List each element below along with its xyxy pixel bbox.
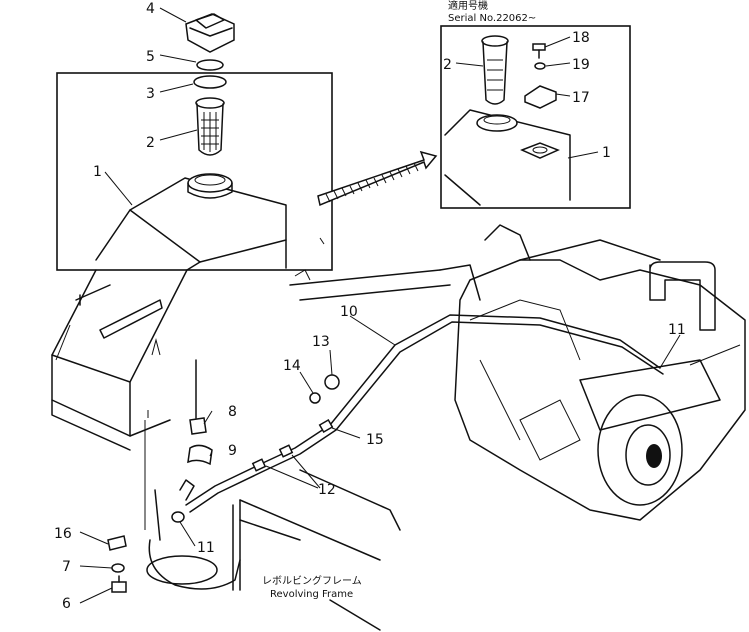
callout-9: 9 [228, 443, 237, 459]
inset-callout-19: 19 [572, 57, 590, 73]
callout-2: 2 [146, 135, 155, 151]
frame-label-jp: レボルビングフレーム [262, 574, 362, 587]
gasket [193, 75, 227, 89]
inset-callout-2: 2 [443, 57, 452, 73]
clamp-12 [278, 444, 294, 458]
callout-1: 1 [93, 164, 102, 180]
callout-5: 5 [146, 49, 155, 65]
inset-washer [534, 62, 546, 70]
callout-15: 15 [366, 432, 384, 448]
callout-4: 4 [146, 1, 155, 17]
inset-strainer [481, 35, 509, 105]
callout-3: 3 [146, 86, 155, 102]
callout-8: 8 [228, 404, 237, 420]
callout-7: 7 [62, 559, 71, 575]
callout-10: 10 [340, 304, 358, 320]
inset-bolt [532, 43, 546, 59]
frame-label-en: Revolving Frame [270, 589, 353, 600]
callout-11-upper: 11 [668, 322, 686, 338]
callout-14: 14 [283, 358, 301, 374]
fuel-line [185, 314, 664, 513]
inset-callout-18: 18 [572, 30, 590, 46]
revolving-frame [146, 237, 451, 631]
clamp-12b [251, 458, 267, 472]
bracket-16 [107, 535, 127, 551]
callout-12: 12 [318, 482, 336, 498]
callout-16: 16 [54, 526, 72, 542]
inset-note-serial: Serial No.22062~ [448, 13, 536, 24]
connector-8 [189, 359, 207, 435]
tank-detail-box [56, 72, 333, 271]
bolt-6 [111, 575, 127, 593]
inset-callout-17: 17 [572, 90, 590, 106]
inset-callout-1: 1 [602, 145, 611, 161]
callout-11-lower: 11 [197, 540, 215, 556]
serial-inset-box [440, 25, 631, 209]
reference-arrow [317, 150, 438, 207]
engine [439, 224, 746, 521]
drain-hose [179, 479, 195, 501]
elbow-11 [171, 511, 185, 523]
callout-6: 6 [62, 596, 71, 612]
clamp-15 [318, 419, 334, 433]
washer-14 [309, 392, 321, 404]
bolt-13 [324, 374, 340, 390]
inset-cover [524, 85, 557, 109]
o-ring [196, 59, 224, 71]
strainer [195, 97, 225, 156]
leader-lines [79, 7, 681, 604]
inset-note-jp: 適用号機 [448, 0, 488, 12]
callout-13: 13 [312, 334, 330, 350]
tank-cap [185, 13, 235, 53]
washer-7 [111, 563, 125, 573]
hose-9 [187, 444, 213, 466]
fuel-tank [51, 173, 287, 530]
inset-tank [444, 109, 571, 206]
